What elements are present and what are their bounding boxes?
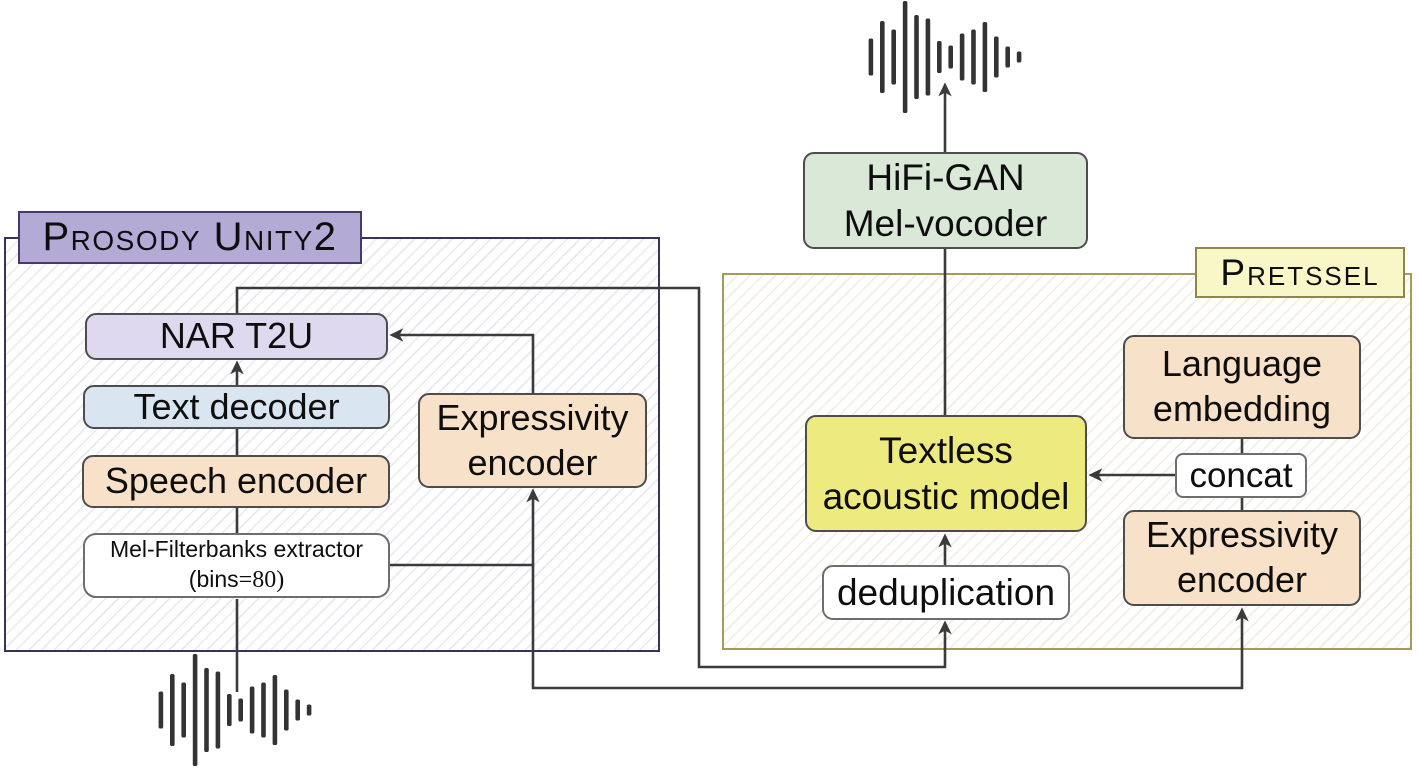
- connector-expressivity-to-nar: [389, 328, 535, 393]
- mel-filterbanks-line1: Mel-Filterbanks extractor: [109, 535, 364, 562]
- hifigan-line2: Mel-vocoder: [843, 202, 1048, 244]
- speech-encoder-text: Speech encoder: [104, 460, 368, 502]
- expressivity-right-line2: encoder: [1176, 559, 1308, 600]
- textless-line2: acoustic model: [822, 475, 1070, 517]
- mel-bins-value: =80): [238, 566, 285, 593]
- hifigan-vocoder-box: HiFi-GAN Mel-vocoder: [803, 152, 1088, 249]
- concat-text: concat: [1189, 455, 1293, 495]
- concat-box: concat: [1175, 453, 1307, 498]
- pretssel-label-text: Pretssel: [1220, 251, 1380, 293]
- language-embedding-line1: Language: [1161, 343, 1323, 385]
- expressivity-encoder-right-box: Expressivity encoder: [1123, 510, 1361, 606]
- nar-t2u-box: NAR T2U: [85, 313, 388, 360]
- expressivity-encoder-left-box: Expressivity encoder: [418, 393, 647, 488]
- textless-acoustic-model-box: Textless acoustic model: [805, 415, 1087, 532]
- mel-filterbanks-line2: (bins=80): [189, 565, 284, 596]
- mel-bins-prefix: (bins: [188, 565, 239, 592]
- textless-line1: Textless: [879, 429, 1013, 471]
- deduplication-text: deduplication: [836, 571, 1056, 613]
- connector-nar-to-deduplication: [235, 286, 952, 669]
- prosody-unity2-label: Prosody Unity2: [18, 211, 362, 264]
- prosody-unity2-label-text: Prosody Unity2: [42, 215, 338, 259]
- expressivity-left-line1: Expressivity: [436, 396, 629, 438]
- text-decoder-text: Text decoder: [133, 385, 340, 427]
- connector-mel-to-expressivity-right: [531, 565, 1249, 690]
- expressivity-right-line1: Expressivity: [1145, 514, 1339, 556]
- mel-filterbanks-box: Mel-Filterbanks extractor (bins=80): [83, 533, 390, 598]
- expressivity-left-line2: encoder: [467, 441, 598, 483]
- deduplication-box: deduplication: [822, 565, 1070, 620]
- nar-t2u-text: NAR T2U: [159, 315, 314, 357]
- language-embedding-line2: embedding: [1152, 388, 1332, 429]
- hifigan-line1: HiFi-GAN: [866, 156, 1025, 198]
- output-audio-waveform-icon: [868, 1, 1022, 113]
- input-audio-waveform-icon: [158, 654, 312, 766]
- speech-encoder-box: Speech encoder: [82, 455, 390, 508]
- text-decoder-box: Text decoder: [83, 385, 390, 429]
- pretssel-label: Pretssel: [1195, 247, 1405, 298]
- language-embedding-box: Language embedding: [1123, 335, 1361, 439]
